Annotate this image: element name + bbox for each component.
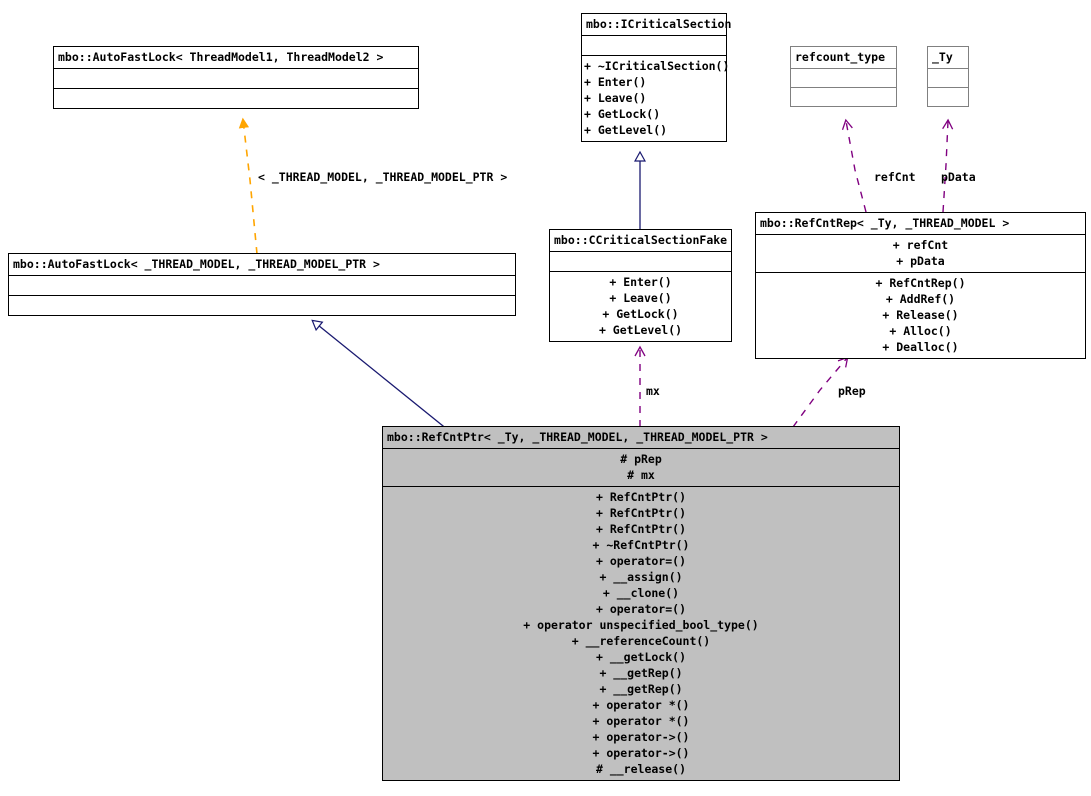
methods-compartment: + RefCntRep() + AddRef() + Release() + A… (756, 272, 1085, 358)
method-item: + Dealloc() (882, 340, 959, 354)
class-title: _Ty (932, 50, 953, 64)
attributes-compartment: # pRep # mx (383, 448, 899, 486)
edge-label-prep: pRep (838, 384, 866, 398)
class-box-icriticalsection[interactable]: mbo::ICriticalSection + ~ICriticalSectio… (581, 13, 732, 142)
method-item: + RefCntPtr() (595, 490, 686, 504)
attributes-compartment (550, 251, 731, 271)
methods-compartment: + Enter() + Leave() + GetLock() + GetLev… (550, 271, 731, 341)
attributes-compartment: + refCnt + pData (756, 234, 1085, 272)
methods-compartment (928, 87, 968, 106)
class-box-autofastlock-instance[interactable]: mbo::AutoFastLock< _THREAD_MODEL, _THREA… (8, 253, 516, 316)
class-box-refcount-type[interactable]: refcount_type (790, 46, 897, 107)
method-item: + Leave() (584, 91, 647, 105)
edge-template-binding (238, 117, 258, 255)
attributes-compartment (54, 68, 418, 88)
class-box-autofastlock-template[interactable]: mbo::AutoFastLock< ThreadModel1, ThreadM… (53, 46, 419, 109)
method-item: + operator->() (592, 746, 690, 760)
class-box-refcntptr[interactable]: mbo::RefCntPtr< _Ty, _THREAD_MODEL, _THR… (382, 426, 900, 781)
method-item: + RefCntPtr() (595, 506, 686, 520)
methods-compartment (9, 295, 515, 315)
attribute-item: # mx (627, 468, 655, 482)
method-item: + Leave() (609, 291, 672, 305)
method-item: + Alloc() (889, 324, 952, 338)
method-item: + operator *() (592, 714, 690, 728)
edge-usage-refcnt (841, 118, 867, 213)
attribute-item: + pData (896, 254, 945, 268)
method-item: + RefCntRep() (875, 276, 966, 290)
method-item: + operator unspecified_bool_type() (523, 618, 759, 632)
attribute-item: + refCnt (892, 238, 949, 252)
method-item: + operator->() (592, 730, 690, 744)
method-item: + ~ICriticalSection() (584, 59, 730, 73)
class-title: mbo::AutoFastLock< ThreadModel1, ThreadM… (58, 50, 384, 64)
method-item: + GetLock() (584, 107, 661, 121)
method-item: + operator=() (595, 554, 686, 568)
class-title: mbo::RefCntRep< _Ty, _THREAD_MODEL > (760, 216, 1010, 230)
method-item: + GetLevel() (584, 123, 668, 137)
class-box-refcntrep[interactable]: mbo::RefCntRep< _Ty, _THREAD_MODEL > + r… (755, 212, 1086, 359)
edge-label-pdata: pData (941, 170, 976, 184)
methods-compartment (791, 87, 896, 106)
method-item: # __release() (595, 762, 686, 776)
method-item: + GetLevel() (598, 323, 683, 337)
class-title: mbo::ICriticalSection (586, 17, 732, 31)
method-item: + __getRep() (599, 666, 683, 680)
edge-label-template-binding: < _THREAD_MODEL, _THREAD_MODEL_PTR > (258, 170, 508, 184)
method-item: + Enter() (584, 75, 647, 89)
method-item: + AddRef() (885, 292, 956, 306)
class-box-ccriticalsectionfake[interactable]: mbo::CCriticalSectionFake + Enter() + Le… (549, 229, 732, 342)
method-item: + __referenceCount() (571, 634, 711, 648)
class-title: mbo::AutoFastLock< _THREAD_MODEL, _THREA… (13, 257, 380, 271)
class-title: refcount_type (795, 50, 886, 64)
edge-inheritance-autofastlock (313, 321, 449, 431)
method-item: + Enter() (609, 275, 672, 289)
attributes-compartment (791, 68, 896, 87)
attribute-item: # pRep (620, 452, 662, 466)
methods-compartment (54, 88, 418, 108)
method-item: + __assign() (599, 570, 683, 584)
attributes-compartment (928, 68, 968, 87)
attributes-compartment (9, 275, 515, 295)
method-item: + __clone() (602, 586, 680, 600)
method-item: + Release() (882, 308, 959, 322)
edge-label-refcnt: refCnt (874, 170, 916, 184)
class-title: mbo::CCriticalSectionFake (554, 233, 728, 247)
method-item: + operator=() (595, 602, 686, 616)
methods-compartment: + ~ICriticalSection() + Enter() + Leave(… (582, 55, 730, 141)
method-item: + __getLock() (595, 650, 686, 664)
class-box-ty[interactable]: _Ty (927, 46, 969, 107)
method-item: + RefCntPtr() (595, 522, 686, 536)
method-item: + ~RefCntPtr() (592, 538, 690, 552)
class-title: mbo::RefCntPtr< _Ty, _THREAD_MODEL, _THR… (387, 430, 768, 444)
attributes-compartment (582, 35, 726, 55)
method-item: + __getRep() (599, 682, 683, 696)
methods-compartment: + RefCntPtr() + RefCntPtr() + RefCntPtr(… (383, 486, 899, 780)
edge-label-mx: mx (646, 384, 660, 398)
method-item: + GetLock() (602, 307, 679, 321)
method-item: + operator *() (592, 698, 690, 712)
edge-usage-pdata (942, 118, 954, 213)
